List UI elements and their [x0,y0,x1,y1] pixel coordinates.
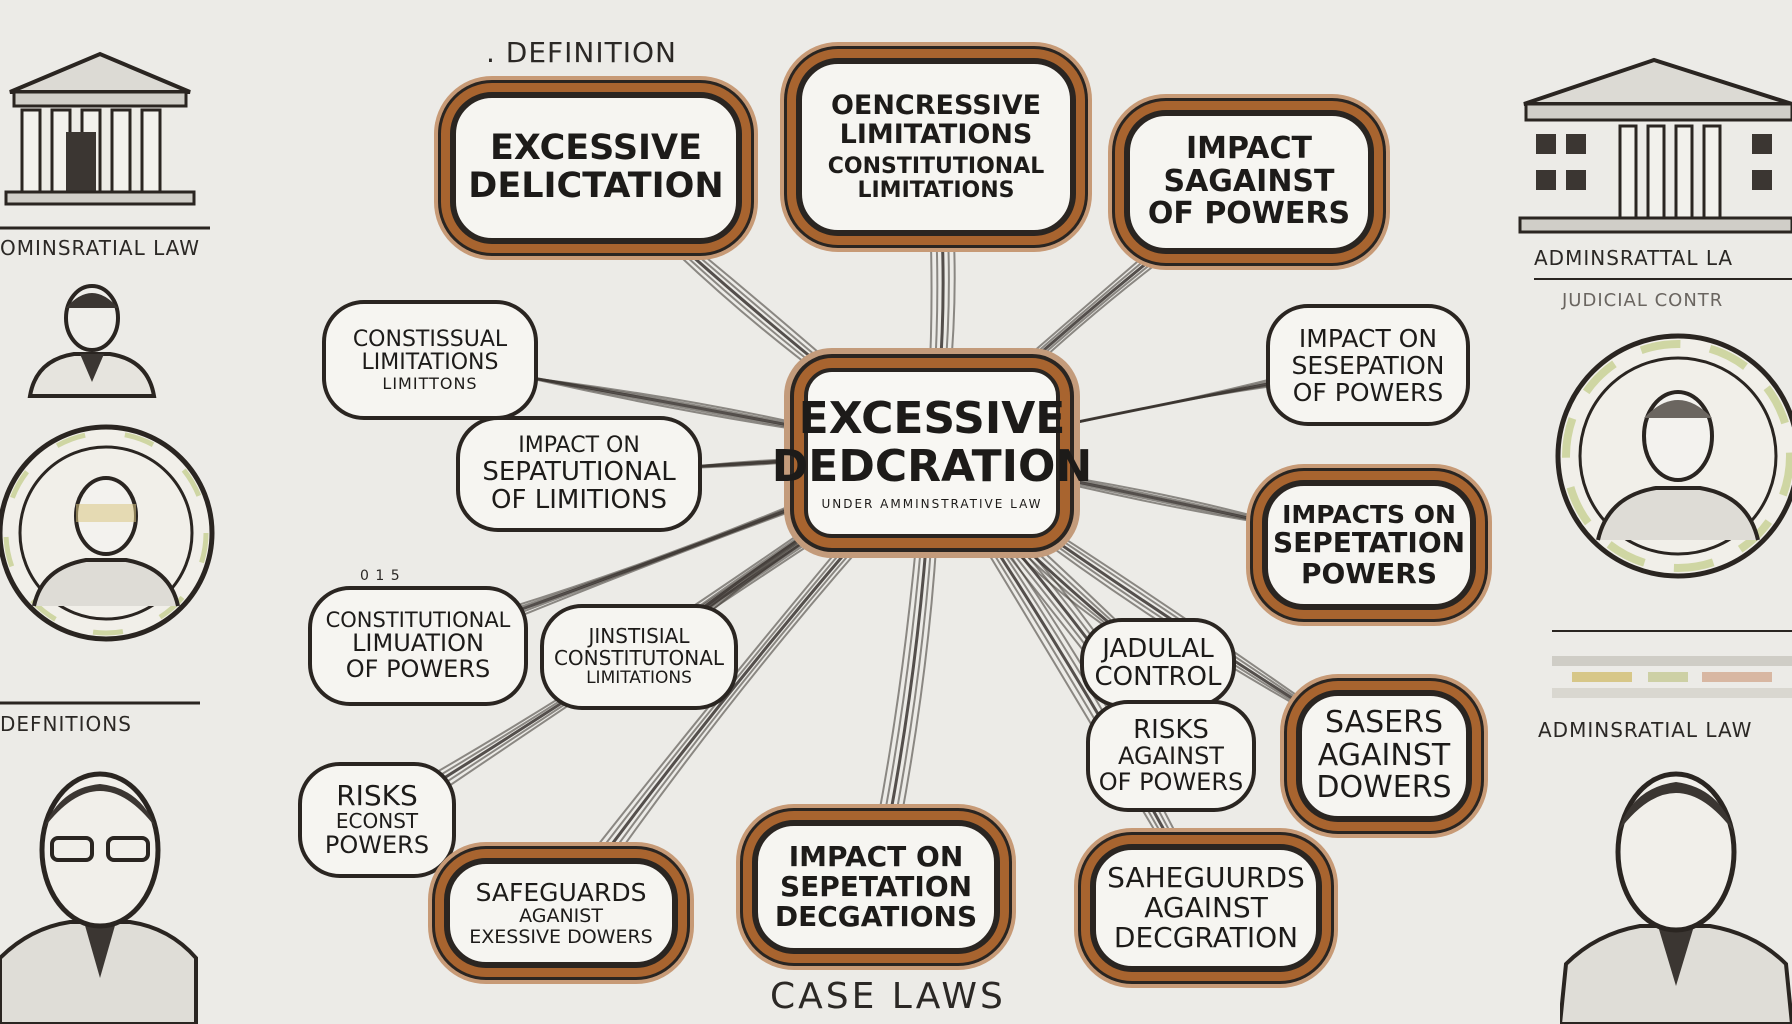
top-definition-label: . DEFINITION [486,36,677,69]
left-admin-law-label: OMINSRATIAL LAW [0,236,201,260]
node-text: OF POWERS [1147,196,1351,232]
left-definitions-label: DEFNITIONS [0,712,132,736]
node-impact-sesepation: IMPACT ON SESEPATION OF POWERS [1266,304,1470,426]
node-text: LIMITATIONS [361,350,499,376]
node-text: IMPACT [1186,131,1312,167]
node-text: OF LIMITIONS [491,484,667,515]
node-text: SAHEGUURDS [1107,860,1305,894]
node-text: CONSTISSUAL [352,326,508,352]
node-text: SASERS [1324,705,1443,741]
node-excessive-delictation: EXCESSIVE DELICTATION [450,92,742,244]
node-text: SEPATUTIONAL [482,456,676,487]
node-text: IMPACT ON [1298,323,1438,353]
node-oncressive-limitations: OENCRESSIVE LIMITATIONS CONSTITUTIONAL L… [796,58,1076,236]
node-text: SEPETATION [779,869,973,903]
node-text: CONSTITUTIONAL [827,154,1045,180]
node-text: AGAINST [1144,890,1268,924]
node-text: SAFEGUARDS [475,877,647,907]
node-text: IMPACTS ON [1282,500,1456,530]
node-impact-sepetation-decgations: IMPACT ON SEPETATION DECGATIONS [752,820,1000,954]
node-impacts-sepetation-powers: IMPACTS ON SEPETATION POWERS [1262,480,1476,610]
bottom-case-laws-label: CASE LAWS [770,976,1006,1017]
node-text: OF POWERS [1098,768,1244,797]
node-text: IMPACT ON [788,839,964,873]
node-text: OENCRESSIVE [830,90,1042,122]
right-judicial-control-label: JUDICIAL CONTR [1562,290,1724,311]
divider-line [1534,278,1792,280]
node-text: EXESSIVE DOWERS [469,925,653,948]
node-text: AGAINST [1317,737,1451,773]
portrait-icon-small-left [27,284,157,398]
node-impact-sepatutional: IMPACT ON SEPATUTIONAL OF LIMITIONS [456,416,702,532]
node-jinstisial: JINSTISIAL CONSTITUTONAL LIMITATIONS [540,604,738,710]
node-impact-sagainst: IMPACT SAGAINST OF POWERS [1124,110,1374,254]
node-text: DECGRATION [1113,921,1299,955]
node-risks-econst: RISKS ECONST POWERS [298,762,456,878]
node-text: POWERS [1300,556,1438,590]
central-topic-node: EXCESSIVE DEDCRATION UNDER AMMINSTRATIVE… [772,368,1092,538]
central-topic-line-2: DEDCRATION [771,440,1093,492]
node-text: RISKS [1133,715,1209,746]
node-text: OF POWERS [1292,377,1444,407]
central-topic-subtitle: UNDER AMMINSTRATIVE LAW [821,497,1043,512]
node-constitutional-limuation: CONSTITUTIONAL LIMUATION OF POWERS [308,586,528,706]
node-text: DECGATIONS [774,900,978,934]
node-text: SESEPATION [1291,350,1445,380]
node-text: JINSTISIAL [588,624,690,649]
node-risks-against: RISKS AGAINST OF POWERS [1086,700,1256,812]
node-text: SAGAINST [1163,163,1335,199]
node-text: EXCESSIVE [489,128,703,169]
seal-portrait-icon-left [0,424,215,642]
node-text: LIMITATIONS [839,119,1033,151]
node-sahegulrds-against: SAHEGUURDS AGAINST DECGRATION [1090,844,1322,972]
node-text: CONSTITUTIONAL [325,607,511,632]
node-text: AGANIST [519,904,603,927]
divider-line [0,226,210,230]
seal-portrait-icon-right [1555,333,1792,579]
right-admin-law-top-label: ADMINSRATTAL LA [1534,246,1734,270]
portrait-icon-large-left [0,771,198,1024]
node-text: POWERS [324,830,430,859]
node-text: AGAINST [1118,742,1224,771]
node-jadulal-control: JADULAL CONTROL [1080,618,1236,708]
node-text: JADULAL [1102,633,1214,664]
left-seal-number: 0 1 5 [360,568,401,584]
portrait-icon-large-right [1560,771,1792,1024]
node-text: DOWERS [1316,770,1452,806]
node-text: ECONST [335,809,419,834]
node-text: RISKS [336,779,418,813]
node-text: LIMITTONS [382,374,478,394]
node-text: LIMITATIONS [857,178,1015,204]
courthouse-icon-right [1518,57,1792,234]
node-text: IMPACT ON [518,433,640,459]
node-safeguards-excessive: SAFEGUARDS AGANIST EXESSIVE DOWERS [444,858,678,968]
node-constissual-limitations: CONSTISSUAL LIMITATIONS LIMITTONS [322,300,538,420]
node-text: CONTROL [1094,662,1222,692]
node-sasers-against: SASERS AGAINST DOWERS [1296,690,1472,822]
central-topic-line-1: EXCESSIVE [798,393,1066,444]
divider-line [1552,630,1792,632]
node-text: LIMUATION [352,629,484,658]
node-text: OF POWERS [345,655,491,684]
node-text: LIMITATIONS [586,668,692,689]
node-text: SEPETATION [1272,526,1466,560]
data-strip [1552,656,1792,698]
divider-line [0,701,200,705]
node-text: DELICTATION [468,166,724,206]
right-admin-law-bottom-label: ADMINSRATIAL LAW [1538,718,1753,742]
node-text: CONSTITUTONAL [553,645,725,670]
courthouse-icon-left [4,51,196,206]
